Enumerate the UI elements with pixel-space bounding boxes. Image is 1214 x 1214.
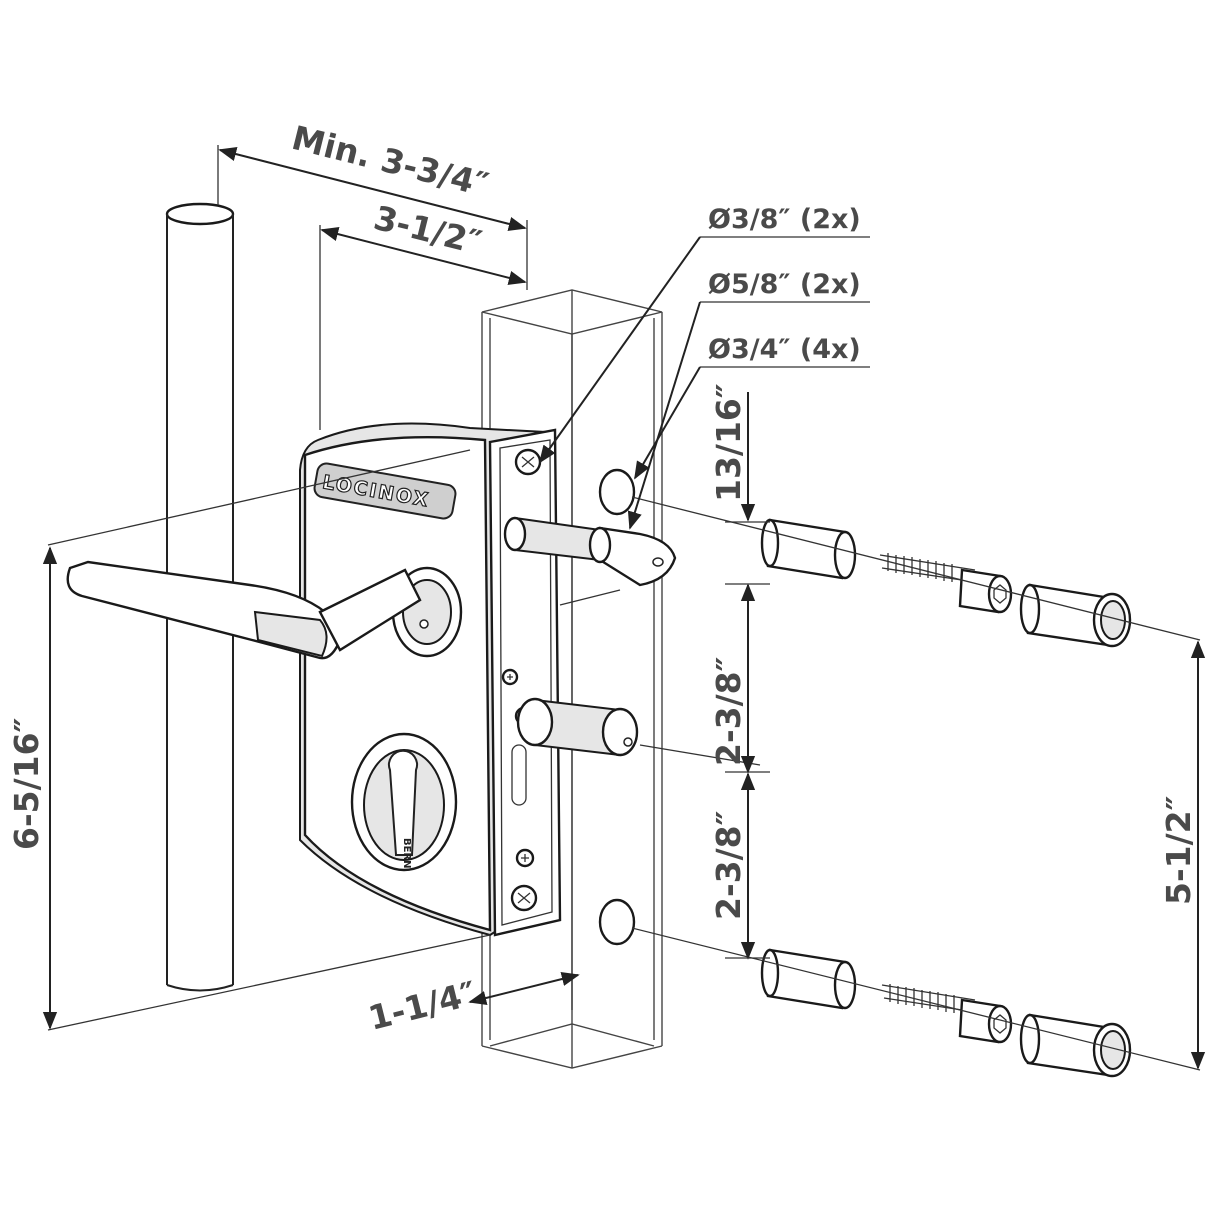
- top-offset-label: 13/16″: [709, 383, 748, 502]
- lower-bolt-screw: [881, 984, 1013, 1044]
- height-label: 6-5/16″: [7, 718, 46, 850]
- width-label: 3-1/2″: [370, 198, 486, 262]
- dimension-spacing-upper: 2-3/8″: [709, 583, 770, 774]
- key-cylinder-icon: BERN: [350, 732, 458, 872]
- upper-bolt-screw: [879, 553, 1013, 614]
- depth-label: 1-1/4″: [365, 973, 481, 1037]
- spacing-upper-label: 2-3/8″: [709, 657, 748, 766]
- dimension-depth: 1-1/4″: [365, 971, 580, 1038]
- lever-handle-icon: [66, 560, 422, 660]
- lower-cap: [1019, 1013, 1132, 1078]
- callout-hole-small: Ø3/8″ (2x): [538, 204, 870, 464]
- cylinder-brand-label: BERN: [401, 838, 412, 869]
- dimension-width: 3-1/2″: [319, 198, 527, 430]
- hole-medium-label: Ø5/8″ (2x): [708, 269, 861, 300]
- spacing-lower-label: 2-3/8″: [709, 811, 748, 920]
- hole-small-label: Ø3/8″ (2x): [708, 204, 861, 235]
- lower-bolt: [516, 697, 639, 757]
- lock-body: LOCINOX BERN: [299, 422, 546, 937]
- dimension-top-offset: 13/16″: [709, 383, 770, 523]
- dimension-bolt-spacing: 5-1/2″: [1159, 640, 1206, 1070]
- dimension-height: 6-5/16″: [7, 449, 491, 1031]
- dimension-min-width: Min. 3-3/4″: [217, 118, 528, 290]
- upper-bushing: [760, 518, 857, 580]
- upper-bolt: [503, 516, 677, 587]
- callout-hole-medium: Ø5/8″ (2x): [627, 269, 870, 530]
- callout-hole-large: Ø3/4″ (4x): [634, 334, 870, 480]
- bolt-spacing-label: 5-1/2″: [1159, 796, 1198, 905]
- dimension-spacing-lower: 2-3/8″: [709, 772, 770, 960]
- faceplate: [488, 428, 562, 937]
- lower-bushing: [760, 948, 857, 1010]
- center-lines: [559, 496, 1201, 1071]
- min-width-label: Min. 3-3/4″: [288, 118, 493, 204]
- upper-cap: [1019, 583, 1132, 648]
- hole-large-label: Ø3/4″ (4x): [708, 334, 861, 365]
